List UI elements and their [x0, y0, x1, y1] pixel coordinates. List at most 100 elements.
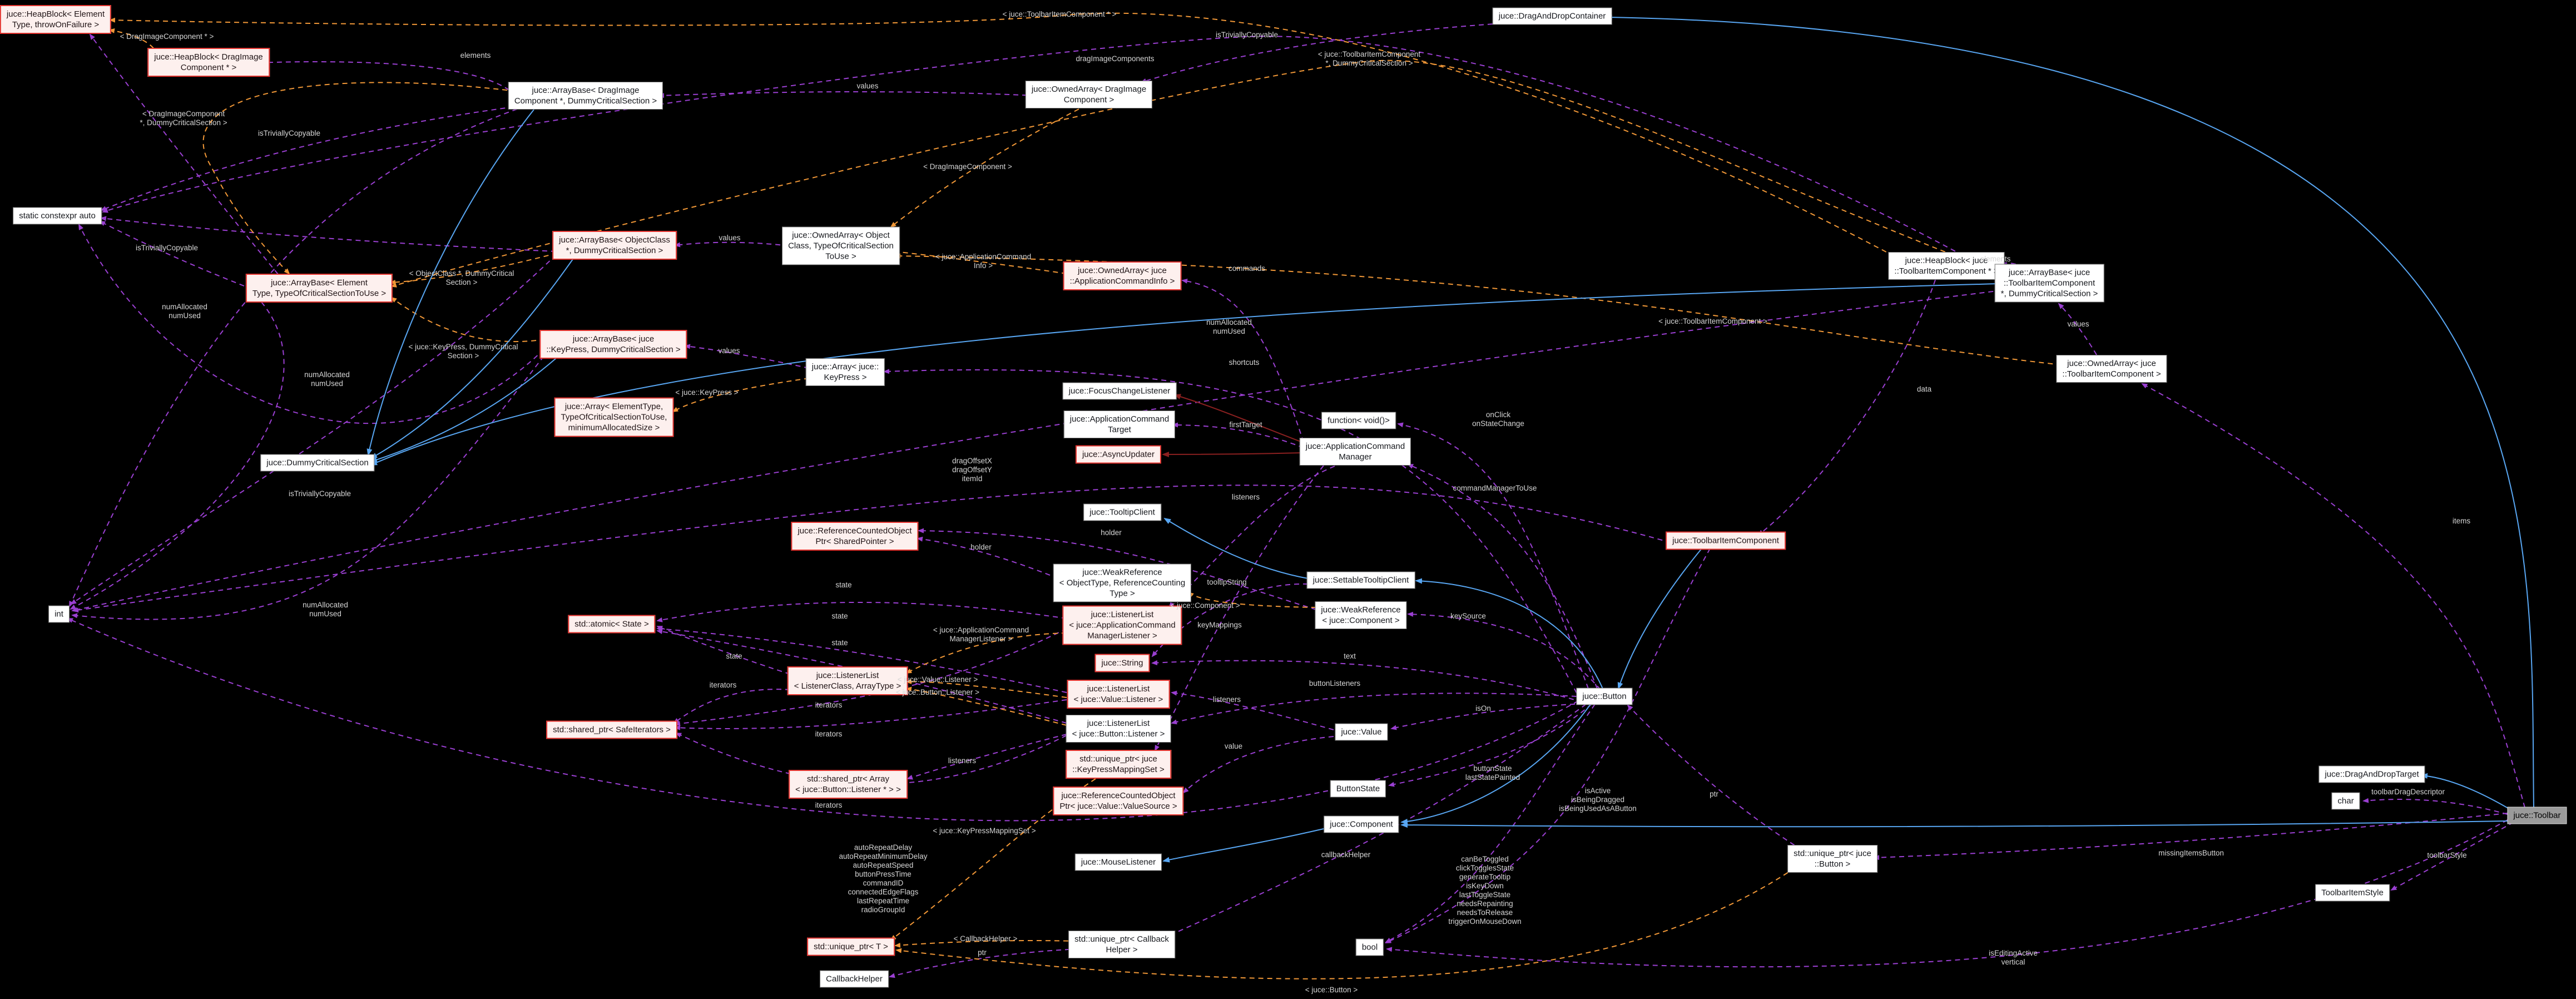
node-component[interactable]: juce::Component [1324, 815, 1399, 833]
node-listenerlist-template[interactable]: juce::ListenerList < ListenerClass, Arra… [787, 666, 908, 695]
edge-label-19: < juce::ApplicationCommand Info > [935, 253, 1032, 270]
edge-label-6: < juce::ToolbarItemComponent *, DummyCri… [1317, 50, 1421, 67]
node-buttonstate[interactable]: ButtonState [1330, 780, 1386, 798]
edge-label-5: < DragImageComponent * > [120, 32, 214, 41]
edge-label-70: < juce::ToolbarItemComponent > [1658, 317, 1767, 325]
edge-26 [1151, 660, 1583, 703]
node-dummycriticalsection[interactable]: juce::DummyCriticalSection [260, 454, 375, 472]
edge-11 [71, 355, 544, 620]
edge-label-51: value [1224, 742, 1243, 750]
node-arraybase-toolbaritem[interactable]: juce::ArrayBase< juce ::ToolbarItemCompo… [1994, 264, 2104, 303]
edge-label-65: isEditingActive vertical [1989, 949, 2038, 966]
edge-6 [100, 216, 557, 252]
edge-label-35: state [835, 581, 852, 589]
node-applicationcommandtarget[interactable]: juce::ApplicationCommand Target [1063, 411, 1176, 438]
node-uniqueptr-template[interactable]: std::unique_ptr< T > [807, 937, 895, 956]
edge-label-3: < juce::ToolbarItemComponent * > [1002, 10, 1117, 18]
edge-44 [1757, 279, 1936, 536]
edge-label-27: listeners [1231, 493, 1260, 501]
node-heapblock-dragimage[interactable]: juce::HeapBlock< DragImage Component * > [147, 48, 270, 77]
node-ownedarray-toolbaritem[interactable]: juce::OwnedArray< juce ::ToolbarItemComp… [2056, 355, 2167, 383]
edge-62 [390, 60, 2004, 288]
edge-label-66: items [2452, 517, 2471, 525]
edge-83 [1617, 548, 1702, 690]
node-sharedptr-array-listener[interactable]: std::shared_ptr< Array < juce::Button::L… [789, 770, 908, 799]
node-listenerlist-acml[interactable]: juce::ListenerList < juce::ApplicationCo… [1062, 605, 1182, 645]
edge-86 [1173, 394, 1304, 443]
node-string[interactable]: juce::String [1094, 654, 1150, 672]
edge-61 [390, 296, 546, 343]
edge-label-44: iterators [815, 730, 843, 738]
edge-78 [1605, 14, 2534, 808]
node-ownedarray-dragimage[interactable]: juce::OwnedArray< DragImage Component > [1025, 81, 1153, 108]
node-tooltipclient[interactable]: juce::TooltipClient [1083, 503, 1161, 521]
node-settabletooltipclient[interactable]: juce::SettableTooltipClient [1306, 571, 1415, 589]
node-array-keypress[interactable]: juce::Array< juce:: KeyPress > [805, 358, 885, 386]
node-function-void[interactable]: function< void()> [1321, 412, 1396, 429]
edge-label-64: toolbarStyle [2427, 851, 2467, 859]
node-value[interactable]: juce::Value [1335, 723, 1388, 741]
node-ownedarray-objectclass[interactable]: juce::OwnedArray< Object Class, TypeOfCr… [782, 226, 900, 265]
node-heapblock-toolbaritem[interactable]: juce::HeapBlock< juce ::ToolbarItemCompo… [1888, 252, 2005, 280]
node-int[interactable]: int [48, 605, 70, 623]
edge-label-47: text [1344, 652, 1356, 660]
edge-label-54: callbackHelper [1321, 850, 1371, 859]
edge-36 [67, 618, 1579, 822]
node-weakreference-component[interactable]: juce::WeakReference < juce::Component > [1315, 601, 1407, 629]
node-heapblock-template[interactable]: juce::HeapBlock< Element Type, throwOnFa… [0, 5, 112, 34]
node-bool[interactable]: bool [1355, 938, 1384, 956]
edge-label-36: state [831, 612, 848, 620]
node-toolbaritemcomponent[interactable]: juce::ToolbarItemComponent [1666, 531, 1786, 550]
edge-label-58: < CallbackHelper > [953, 934, 1018, 943]
edge-39 [2362, 798, 2508, 815]
node-sharedptr-safeiterators[interactable]: std::shared_ptr< SafeIterators > [546, 720, 677, 739]
node-focuschangelistener[interactable]: juce::FocusChangeListener [1062, 382, 1177, 400]
node-toolbaritemstyle[interactable]: ToolbarItemStyle [2315, 884, 2390, 902]
node-arraybase-dragimage[interactable]: juce::ArrayBase< DragImage Component *, … [508, 82, 663, 110]
node-weakreference-template[interactable]: juce::WeakReference < ObjectType, Refere… [1053, 563, 1192, 602]
edge-label-24: firstTarget [1229, 421, 1262, 429]
node-draganddroptarget[interactable]: juce::DragAndDropTarget [2319, 765, 2425, 783]
node-uniqueptr-button[interactable]: std::unique_ptr< juce ::Button > [1787, 845, 1877, 873]
node-refcountedptr-valuesource[interactable]: juce::ReferenceCountedObject Ptr< juce::… [1053, 787, 1184, 815]
node-applicationcommandmanager[interactable]: juce::ApplicationCommand Manager [1299, 438, 1411, 466]
node-static-constexpr-auto[interactable]: static constexpr auto [13, 207, 102, 225]
node-toolbar[interactable]: juce::Toolbar [2507, 807, 2567, 824]
edge-28 [1390, 703, 1584, 730]
edge-68 [905, 632, 1067, 674]
node-array-template[interactable]: juce::Array< ElementType, TypeOfCritical… [554, 397, 674, 437]
edge-30 [1171, 690, 1334, 730]
node-listenerlist-button-listener[interactable]: juce::ListenerList < juce::Button::Liste… [1066, 715, 1171, 743]
node-callbackhelper[interactable]: CallbackHelper [820, 970, 889, 988]
edge-label-67: data [1916, 385, 1932, 393]
node-listenerlist-value-listener[interactable]: juce::ListenerList < juce::Value::Listen… [1067, 680, 1170, 709]
edge-14 [674, 241, 790, 248]
node-atomic-state[interactable]: std::atomic< State > [568, 615, 656, 634]
edge-47 [1168, 704, 1587, 936]
edge-16 [684, 344, 810, 369]
node-arraybase-objectclass[interactable]: juce::ArrayBase< ObjectClass *, DummyCri… [552, 231, 677, 260]
edge-65 [894, 253, 2062, 365]
edge-74 [366, 109, 534, 456]
node-refcountedptr-sharedpointer[interactable]: juce::ReferenceCountedObject Ptr< Shared… [791, 522, 919, 551]
edge-52 [673, 689, 791, 724]
node-uniqueptr-keypressmappingset[interactable]: std::unique_ptr< juce ::KeyPressMappingS… [1066, 750, 1171, 779]
node-arraybase-template[interactable]: juce::ArrayBase< Element Type, TypeOfCri… [245, 274, 393, 303]
node-char[interactable]: char [2331, 792, 2360, 810]
node-asyncupdater[interactable]: juce::AsyncUpdater [1075, 445, 1162, 464]
edge-64 [893, 249, 1067, 274]
node-button[interactable]: juce::Button [1576, 688, 1633, 705]
edge-label-42: iterators [709, 681, 737, 689]
edge-label-20: commands [1228, 264, 1266, 273]
edge-label-50: isOn [1475, 704, 1491, 713]
edge-4 [102, 36, 2003, 278]
edge-33 [1385, 548, 1711, 943]
edge-13 [70, 254, 557, 605]
node-ownedarray-appcommandinfo[interactable]: juce::OwnedArray< juce ::ApplicationComm… [1063, 261, 1182, 290]
edge-label-12: numAllocated numUsed [162, 303, 207, 320]
node-mouselistener[interactable]: juce::MouseListener [1074, 853, 1162, 871]
node-arraybase-keypress[interactable]: juce::ArrayBase< juce ::KeyPress, DummyC… [539, 330, 687, 359]
node-uniqueptr-callbackhelper[interactable]: std::unique_ptr< Callback Helper > [1068, 931, 1175, 958]
node-draganddropcontainer[interactable]: juce::DragAndDropContainer [1492, 7, 1612, 25]
